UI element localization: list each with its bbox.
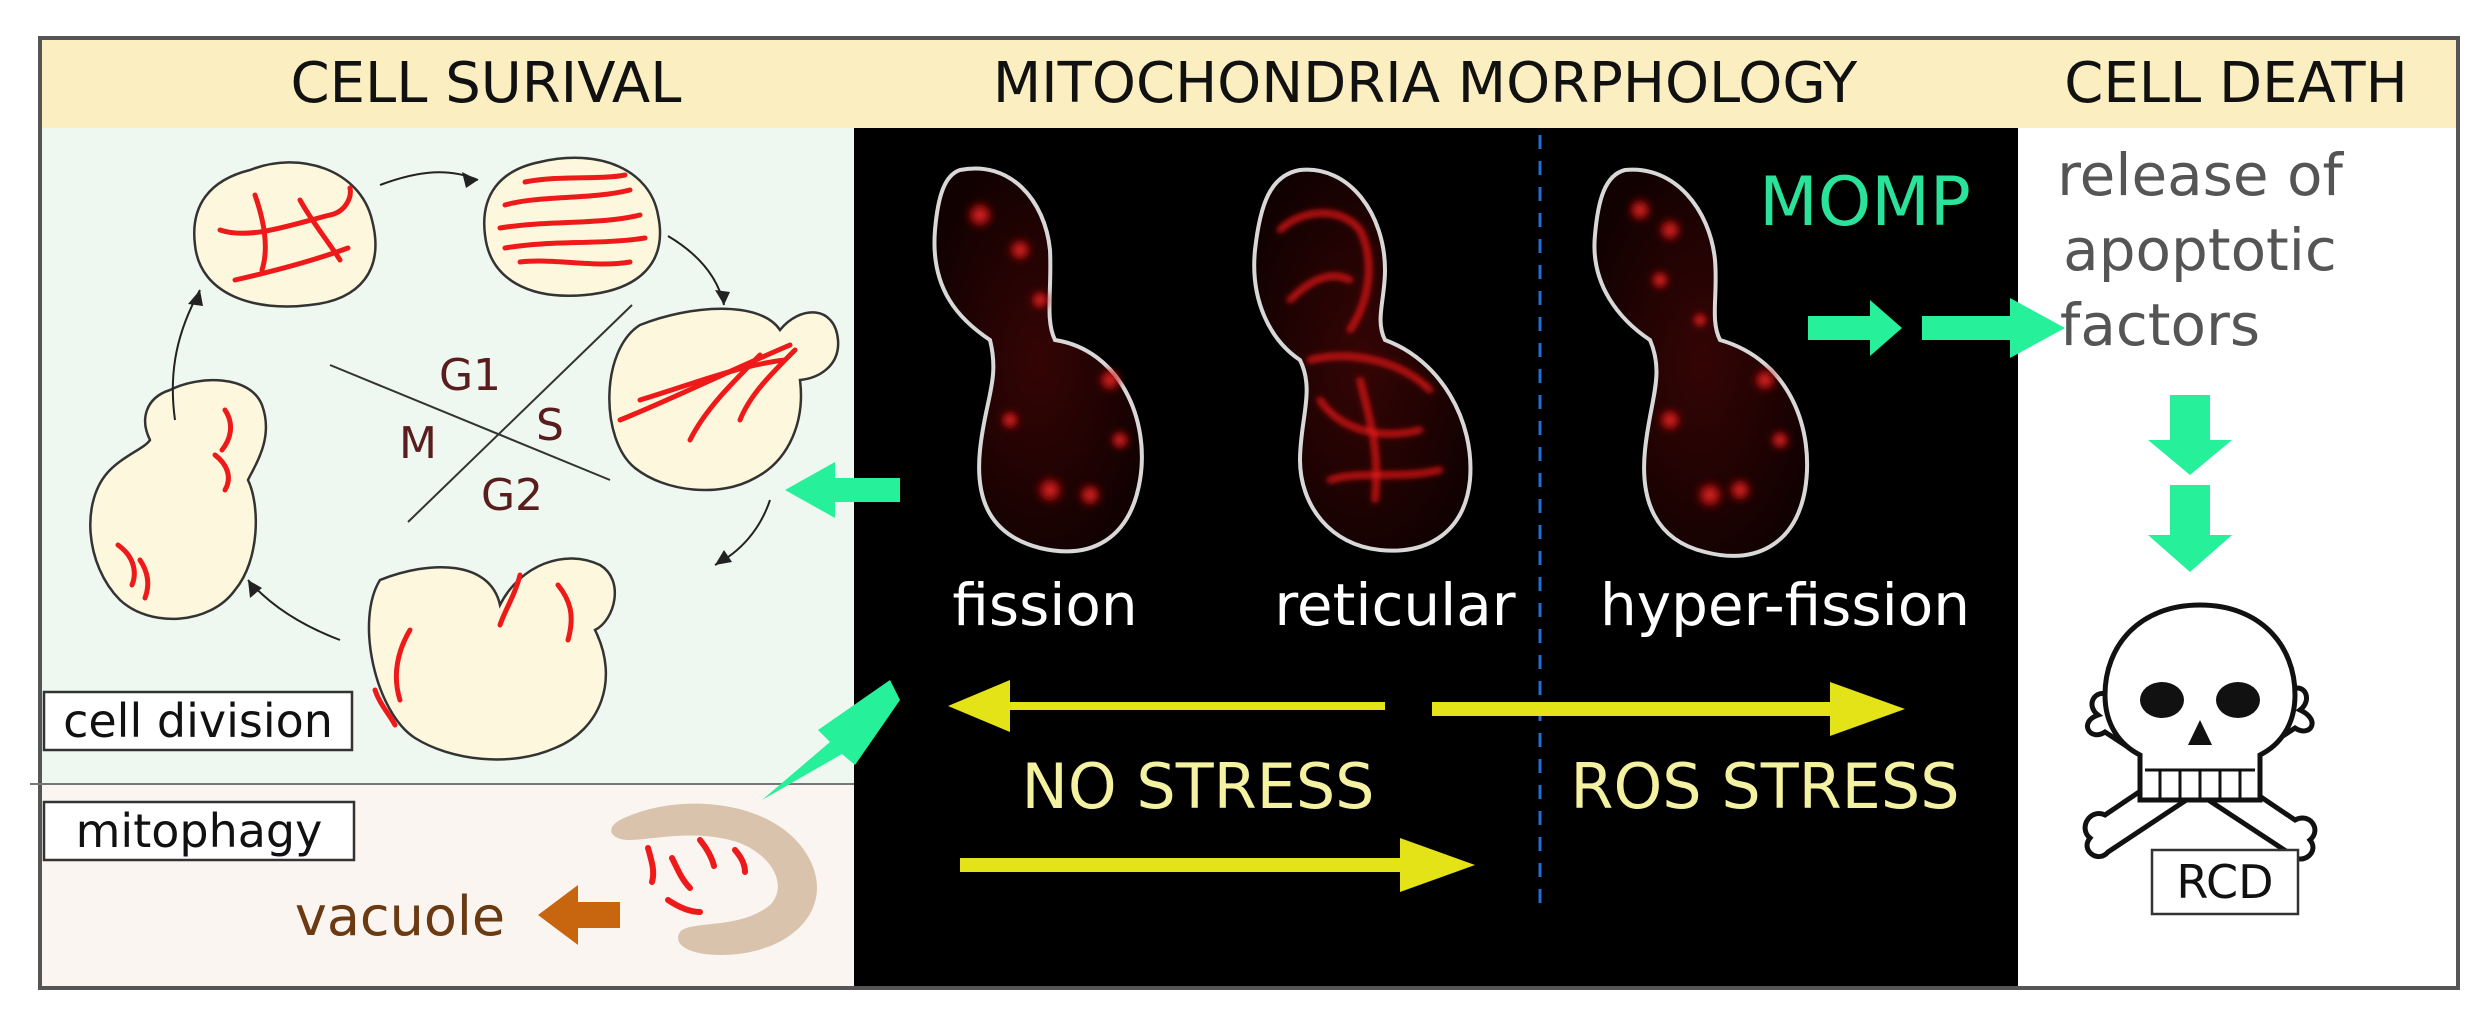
arrow-bottom-head xyxy=(1400,838,1475,892)
arrow-to-mitophagy xyxy=(762,680,900,800)
cycle-arrowheads xyxy=(188,172,732,598)
arrow-right-shaft xyxy=(1432,702,1832,716)
arrow-to-vacuole xyxy=(538,885,620,945)
micrograph-reticular xyxy=(1252,167,1473,553)
release-line-1: release of xyxy=(2057,141,2344,209)
cycle-axis-1 xyxy=(329,364,611,481)
label-hyper-fission: hyper-fission xyxy=(1600,571,1970,639)
micrograph-fission xyxy=(932,166,1144,554)
header-mito-morphology: MITOCHONDRIA MORPHOLOGY xyxy=(993,51,1858,116)
cell-division-box: cell division xyxy=(42,690,354,752)
label-rcd: RCD xyxy=(2176,855,2273,909)
header-cell-survival: CELL SURIVAL xyxy=(291,51,682,116)
release-line-3: factors xyxy=(2060,291,2260,359)
arrow-down-2 xyxy=(2148,485,2232,572)
label-fission: fission xyxy=(952,571,1137,639)
header-cell-death: CELL DEATH xyxy=(2064,51,2407,116)
arrow-down-1 xyxy=(2148,395,2232,475)
label-vacuole: vacuole xyxy=(295,885,505,948)
release-line-2: apoptotic xyxy=(2063,216,2337,284)
arrow-momp-1 xyxy=(1808,300,1902,356)
micrograph-hyper-fission xyxy=(1592,167,1810,558)
arrow-left-head xyxy=(948,680,1010,732)
arrow-to-survival xyxy=(785,462,900,518)
arrow-right-head xyxy=(1830,682,1905,736)
cycle-axis-2 xyxy=(407,304,633,523)
phase-g1: G1 xyxy=(439,350,501,401)
label-mitophagy: mitophagy xyxy=(76,804,323,858)
yeast-cell-s xyxy=(483,156,662,297)
yellow-arrows xyxy=(948,680,1905,892)
arrow-momp-2 xyxy=(1922,298,2065,358)
label-cell-division: cell division xyxy=(63,694,333,748)
skull-crossbones-icon xyxy=(2082,602,2318,862)
cell-cycle: G1 S M G2 xyxy=(329,304,633,523)
phase-s: S xyxy=(536,400,564,451)
phase-g2: G2 xyxy=(481,470,543,521)
yeast-cell-g1 xyxy=(193,161,377,308)
vacuole-shape xyxy=(611,803,817,955)
label-ros-stress: ROS STRESS xyxy=(1570,750,1959,823)
yeast-cell-budding xyxy=(608,307,840,492)
arrow-bottom-shaft xyxy=(960,858,1400,872)
yeast-cell-m xyxy=(89,379,268,621)
green-arrows xyxy=(762,298,2232,800)
phase-m: M xyxy=(399,418,437,469)
label-momp: MOMP xyxy=(1759,163,1971,242)
header-band xyxy=(42,40,2456,128)
mitophagy-box: mitophagy xyxy=(42,800,356,862)
rcd-box: RCD xyxy=(2150,848,2300,916)
label-reticular: reticular xyxy=(1274,571,1515,639)
yeast-cell-g2 xyxy=(367,557,617,761)
label-no-stress: NO STRESS xyxy=(1021,750,1374,823)
arrow-left-shaft xyxy=(1005,702,1385,710)
